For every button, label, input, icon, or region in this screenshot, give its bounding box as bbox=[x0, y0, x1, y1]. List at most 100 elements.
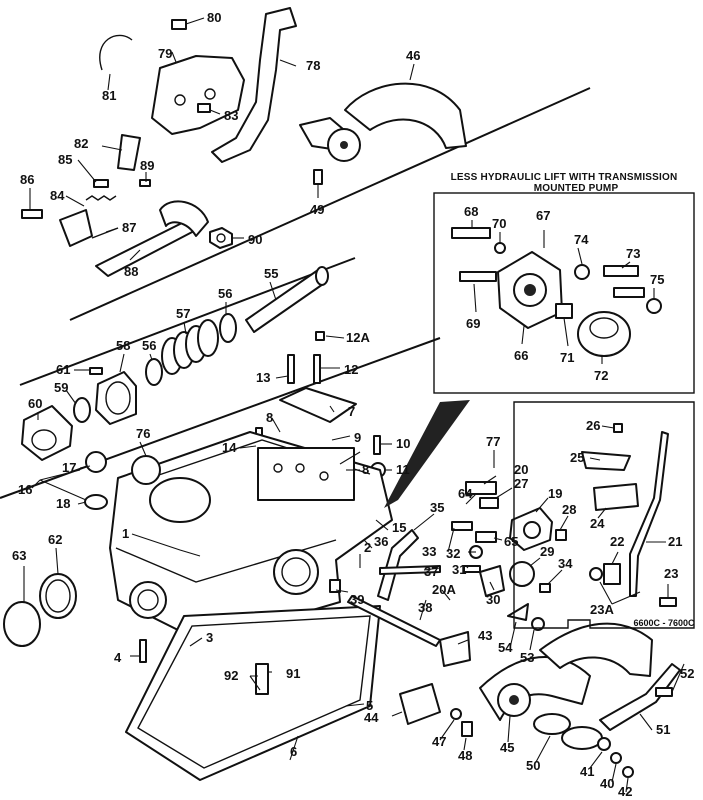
callout-54: 54 bbox=[498, 640, 513, 655]
callout-82: 82 bbox=[74, 136, 88, 151]
callout-29: 29 bbox=[540, 544, 554, 559]
pin-20 bbox=[465, 481, 497, 495]
nut-58 bbox=[95, 371, 137, 425]
cap-60 bbox=[21, 405, 73, 461]
callout-56a: 56 bbox=[218, 286, 232, 301]
disc-50 bbox=[533, 713, 571, 735]
washer-23a bbox=[589, 567, 603, 581]
callout-23: 23 bbox=[664, 566, 678, 581]
callout-74: 74 bbox=[574, 232, 589, 247]
inset-caption-line1: LESS HYDRAULIC LIFT WITH TRANSMISSION bbox=[451, 172, 678, 183]
washer-56b bbox=[145, 358, 163, 386]
inset-model-label: 6600C - 7600C bbox=[633, 618, 695, 628]
plug-12a bbox=[315, 331, 325, 341]
bolt-49 bbox=[313, 169, 323, 185]
callout-88: 88 bbox=[124, 264, 138, 279]
bolt-12 bbox=[313, 354, 321, 384]
washer-53 bbox=[531, 617, 545, 631]
callout-32: 32 bbox=[446, 546, 460, 561]
pin-89 bbox=[139, 179, 151, 187]
bolt-80 bbox=[171, 19, 187, 30]
washer-41 bbox=[597, 737, 611, 751]
callout-39: 39 bbox=[350, 592, 364, 607]
lift-link-group bbox=[21, 134, 233, 277]
callout-21: 21 bbox=[668, 534, 682, 549]
lift-housing bbox=[109, 431, 393, 641]
callout-83: 83 bbox=[224, 108, 238, 123]
fitting-71 bbox=[555, 303, 573, 319]
shaft-55 bbox=[245, 269, 327, 333]
tube-73b bbox=[613, 287, 645, 298]
control-mechanism bbox=[329, 481, 681, 778]
lever-21 bbox=[629, 431, 669, 597]
lever-inset: 6600C - 7600C bbox=[513, 401, 695, 629]
callout-3: 3 bbox=[206, 630, 213, 645]
callout-58: 58 bbox=[116, 338, 130, 353]
pin-28 bbox=[555, 529, 567, 541]
callout-84: 84 bbox=[50, 188, 65, 203]
cap-63 bbox=[3, 601, 41, 647]
bracket-25 bbox=[581, 451, 631, 471]
plate-43 bbox=[439, 631, 471, 667]
rod-38 bbox=[347, 595, 441, 647]
screw-34 bbox=[539, 583, 551, 593]
pin-31 bbox=[463, 565, 481, 573]
callout-30: 30 bbox=[486, 592, 500, 607]
spring-65 bbox=[475, 531, 497, 543]
spring-22 bbox=[603, 563, 621, 585]
callout-36: 36 bbox=[374, 534, 388, 549]
callout-43: 43 bbox=[478, 628, 492, 643]
callout-7: 7 bbox=[348, 404, 355, 419]
callout-62: 62 bbox=[48, 532, 62, 547]
bolt-68 bbox=[451, 227, 491, 239]
upper-divider-line bbox=[69, 87, 591, 321]
quadrant-cover-45 bbox=[479, 656, 591, 721]
callout-69: 69 bbox=[466, 316, 480, 331]
callout-48: 48 bbox=[458, 748, 472, 763]
roller-29 bbox=[509, 561, 535, 587]
inset-caption-line2: MOUNTED PUMP bbox=[534, 183, 619, 194]
lever-35 bbox=[377, 529, 419, 601]
callout-numbers: 80 79 78 81 83 46 82 85 89 86 84 87 90 8… bbox=[12, 10, 694, 799]
callout-31: 31 bbox=[452, 562, 466, 577]
callout-42: 42 bbox=[618, 784, 632, 799]
callout-66: 66 bbox=[514, 348, 528, 363]
rod-37 bbox=[379, 565, 441, 575]
callout-47: 47 bbox=[432, 734, 446, 749]
callout-91: 91 bbox=[286, 666, 300, 681]
callout-51: 51 bbox=[656, 722, 670, 737]
pin-27 bbox=[479, 497, 499, 509]
bolt-86 bbox=[21, 209, 43, 219]
bolt-52 bbox=[655, 687, 673, 697]
callout-27: 27 bbox=[514, 476, 528, 491]
callout-75: 75 bbox=[650, 272, 664, 287]
cover-44 bbox=[399, 683, 441, 725]
callout-68: 68 bbox=[464, 204, 478, 219]
tube-73 bbox=[603, 265, 639, 277]
lift-lever-group bbox=[99, 7, 297, 163]
callout-55: 55 bbox=[264, 266, 278, 281]
callout-50: 50 bbox=[526, 758, 540, 773]
valve-plate bbox=[257, 447, 355, 501]
callout-77: 77 bbox=[486, 434, 500, 449]
callout-67: 67 bbox=[536, 208, 550, 223]
callout-34: 34 bbox=[558, 556, 573, 571]
callout-87: 87 bbox=[122, 220, 136, 235]
spring-84 bbox=[85, 195, 117, 201]
screw-26 bbox=[613, 423, 623, 433]
spring-54 bbox=[507, 603, 529, 621]
callout-5: 5 bbox=[366, 698, 373, 713]
callout-35: 35 bbox=[430, 500, 444, 515]
callout-33: 33 bbox=[422, 544, 436, 559]
screw-61 bbox=[89, 367, 103, 375]
callout-49: 49 bbox=[310, 202, 324, 217]
callout-52: 52 bbox=[680, 666, 694, 681]
inset-box-pump bbox=[433, 192, 695, 394]
spring-clip-81 bbox=[99, 34, 133, 71]
callout-46: 46 bbox=[406, 48, 420, 63]
callout-78: 78 bbox=[306, 58, 320, 73]
shading-band bbox=[384, 400, 470, 508]
callout-85: 85 bbox=[58, 152, 72, 167]
quadrant-46 bbox=[344, 82, 467, 149]
callout-90: 90 bbox=[248, 232, 262, 247]
